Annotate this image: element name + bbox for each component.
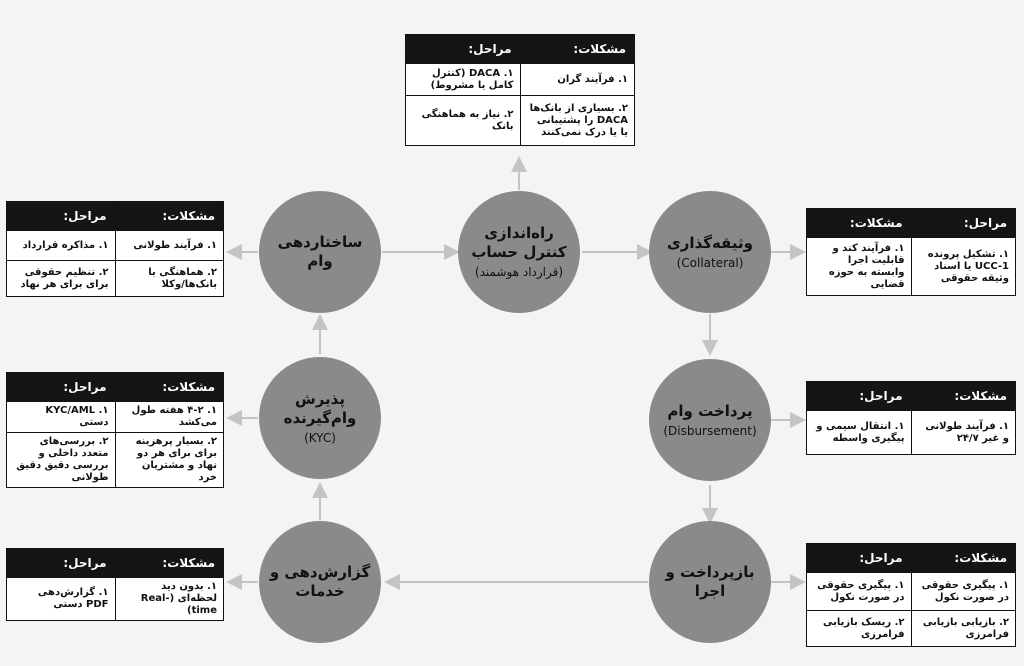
cell-problem: ۱. فرآیند کند و قابلیت اجرا وابسته به حو… <box>806 237 912 296</box>
cell-step: ۱. DACA (کنترل کامل یا مشروط) <box>405 63 521 96</box>
cell-step: ۱. گزارش‌دهی PDF دستی <box>6 577 116 621</box>
cell-problem: ۲. هماهنگی با بانک‌ها/وکلا <box>114 260 224 297</box>
header-steps: مراحل: <box>910 208 1016 238</box>
header-steps: مراحل: <box>806 381 912 411</box>
header-steps: مراحل: <box>806 543 912 573</box>
table-control-account: مشکلات: مراحل: ۱. فرآیند گران ۱. DACA (ک… <box>405 34 635 146</box>
header-problems: مشکلات: <box>910 543 1016 573</box>
header-steps: مراحل: <box>6 548 116 578</box>
node-structuring-title: ساختاردهی وام <box>277 233 363 270</box>
table-kyc: مشکلات: مراحل: ۱. ۴-۲ هفته طول می‌کشد ۱.… <box>6 372 224 488</box>
cell-problem: ۱. فرآیند طولانی و غیر ۲۴/۷ <box>910 410 1016 455</box>
header-problems: مشکلات: <box>519 34 635 64</box>
table-collateral: مراحل: مشکلات: ۱. تشکیل پرونده UCC-1 یا … <box>806 208 1016 296</box>
node-kyc-sub: (KYC) <box>304 431 336 445</box>
cell-step: ۲. ریسک بازیابی فرامرزی <box>806 610 912 647</box>
cell-step: ۱. KYC/AML دستی <box>6 401 116 433</box>
cell-problem: ۱. فرآیند گران <box>519 63 635 96</box>
node-disbursement-sub: (Disbursement) <box>663 423 757 438</box>
node-control-title: راه‌اندازی کنترل حساب <box>471 224 567 261</box>
cell-step: ۱. تشکیل پرونده UCC-1 یا اسناد وثیقه حقو… <box>910 237 1016 296</box>
cell-step: ۱. انتقال سیمی و پیگیری واسطه <box>806 410 912 455</box>
header-steps: مراحل: <box>6 372 116 402</box>
node-collateral-sub: (Collateral) <box>676 255 744 270</box>
cell-problem: ۱. بدون دید لحظه‌ای (Real-time) <box>114 577 224 621</box>
node-structuring: ساختاردهی وام <box>259 191 381 313</box>
cell-step: ۱. پیگیری حقوقی در صورت نکول <box>806 572 912 611</box>
table-disbursement: مشکلات: مراحل: ۱. فرآیند طولانی و غیر ۲۴… <box>806 381 1016 455</box>
node-control-account: راه‌اندازی کنترل حساب (قرارداد هوشمند) <box>458 191 580 313</box>
header-steps: مراحل: <box>405 34 521 64</box>
cell-step: ۲. نیاز به هماهنگی بانک <box>405 95 521 146</box>
cell-step: ۲. تنظیم حقوقی برای برای هر نهاد <box>6 260 116 297</box>
table-reporting: مشکلات: مراحل: ۱. بدون دید لحظه‌ای (Real… <box>6 548 224 621</box>
cell-problem: ۱. ۴-۲ هفته طول می‌کشد <box>114 401 224 433</box>
node-collateral: وثیقه‌گذاری (Collateral) <box>649 191 771 313</box>
header-problems: مشکلات: <box>806 208 912 238</box>
node-reporting: گزارش‌دهی و خدمات <box>259 521 381 643</box>
header-problems: مشکلات: <box>114 201 224 231</box>
node-reporting-title: گزارش‌دهی و خدمات <box>269 563 371 600</box>
node-kyc: پذیرش وام‌گیرنده (KYC) <box>259 357 381 479</box>
node-kyc-title: پذیرش وام‌گیرنده <box>283 390 357 427</box>
header-steps: مراحل: <box>6 201 116 231</box>
node-disbursement: پرداخت وام (Disbursement) <box>649 359 771 481</box>
cell-step: ۱. مذاکره قرارداد <box>6 230 116 261</box>
cell-problem: ۲. بازیابی بازیابی فرامرزی <box>910 610 1016 647</box>
header-problems: مشکلات: <box>114 548 224 578</box>
cell-problem: ۱. پیگیری حقوقی در صورت نکول <box>910 572 1016 611</box>
cell-problem: ۲. بسیار پرهزینه برای برای هر دو نهاد و … <box>114 432 224 488</box>
node-repayment-title: بازپرداخت و اجرا <box>665 563 755 600</box>
table-structuring: مشکلات: مراحل: ۱. فرآیند طولانی ۱. مذاکر… <box>6 201 224 297</box>
node-disbursement-title: پرداخت وام <box>667 401 753 420</box>
cell-problem: ۱. فرآیند طولانی <box>114 230 224 261</box>
cell-step: ۲. بررسی‌های متعدد داخلی و بررسی دقیق دق… <box>6 432 116 488</box>
node-control-sub: (قرارداد هوشمند) <box>474 265 564 279</box>
table-repayment: مشکلات: مراحل: ۱. پیگیری حقوقی در صورت ن… <box>806 543 1016 647</box>
header-problems: مشکلات: <box>114 372 224 402</box>
node-collateral-title: وثیقه‌گذاری <box>667 233 753 252</box>
node-repayment: بازپرداخت و اجرا <box>649 521 771 643</box>
header-problems: مشکلات: <box>910 381 1016 411</box>
cell-problem: ۲. بسیاری از بانک‌ها DACA را پشتیبانی یا… <box>519 95 635 146</box>
